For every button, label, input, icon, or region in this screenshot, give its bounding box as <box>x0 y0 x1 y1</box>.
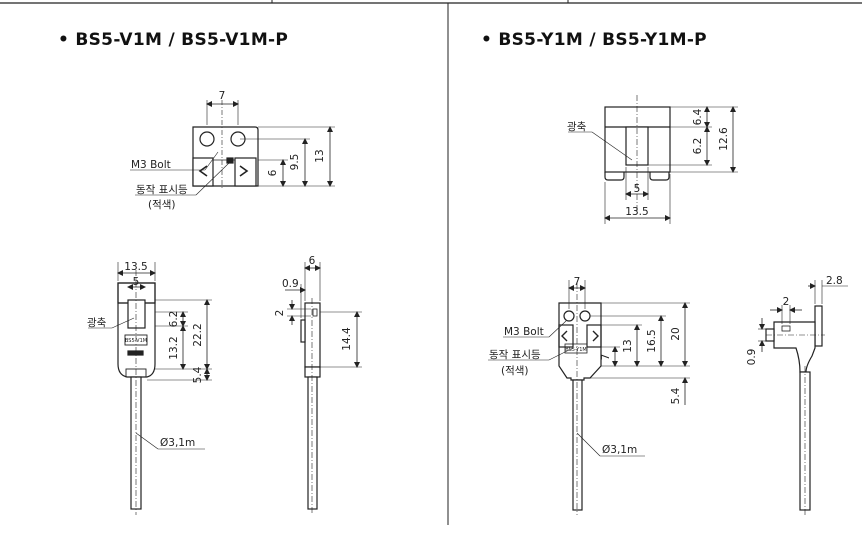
y1m-bolt-label: M3 Bolt <box>504 326 544 338</box>
v1m-front-view <box>88 262 212 515</box>
y1m-indicator-color: (적색) <box>501 365 529 377</box>
v1m-side-height: 14.4 <box>341 327 353 351</box>
y1m-top-slot-depth: 6.2 <box>692 138 704 155</box>
v1m-front-height: 22.2 <box>192 323 204 346</box>
v1m-axis-label: 광축 <box>87 317 107 329</box>
y1m-side-top: 2.8 <box>826 275 843 287</box>
v1m-front-width: 13.5 <box>124 261 147 273</box>
y1m-top-width: 13.5 <box>625 206 648 218</box>
y1m-dim-13: 13 <box>622 339 634 352</box>
y1m-side-offset: 0.9 <box>746 349 758 366</box>
v1m-model-label: BS5-V1M <box>125 338 147 344</box>
y1m-dim-20: 20 <box>670 327 682 340</box>
v1m-top-mid-height: 9.5 <box>289 154 301 171</box>
right-section-title: • BS5-Y1M / BS5-Y1M-P <box>481 30 707 50</box>
v1m-top-view <box>130 100 335 196</box>
v1m-top-led-height: 6 <box>267 169 279 176</box>
v1m-side-offset: 0.9 <box>282 278 299 290</box>
v1m-slot-height: 13.2 <box>168 336 180 359</box>
v1m-front-slot: 5 <box>133 276 140 288</box>
y1m-top-height: 12.6 <box>718 127 730 151</box>
y1m-side-view <box>758 280 848 515</box>
y1m-cable-label: Ø3,1m <box>602 444 637 456</box>
y1m-axis-label: 광축 <box>567 121 587 133</box>
v1m-top-total-height: 13 <box>314 149 326 162</box>
v1m-slot-depth: 6.2 <box>168 311 180 328</box>
y1m-dim-16-5: 16.5 <box>646 329 658 352</box>
v1m-cable-label: Ø3,1m <box>160 437 195 449</box>
y1m-front-view <box>488 280 690 515</box>
v1m-side-width: 6 <box>309 255 316 267</box>
y1m-model-label: BS5-Y1M <box>565 347 586 353</box>
v1m-indicator-color: (적색) <box>148 199 176 211</box>
y1m-front-bottom: 5.4 <box>670 387 682 404</box>
v1m-bolt-label: M3 Bolt <box>131 159 171 171</box>
v1m-indicator-label: 동작 표시등 <box>136 184 188 196</box>
v1m-side-led: 2 <box>274 310 286 317</box>
y1m-front-width: 7 <box>574 276 581 288</box>
y1m-top-slot: 5 <box>634 183 641 195</box>
v1m-front-bottom: 5.4 <box>192 366 204 383</box>
v1m-top-width: 7 <box>219 90 226 102</box>
y1m-dim-7: 7 <box>600 354 612 361</box>
y1m-top-view <box>568 95 738 224</box>
y1m-side-led: 2 <box>783 296 790 308</box>
left-section-title: • BS5-V1M / BS5-V1M-P <box>58 30 289 50</box>
y1m-top-upper: 6.4 <box>692 108 704 125</box>
y1m-indicator-label: 동작 표시등 <box>489 349 541 361</box>
v1m-side-view <box>285 262 362 515</box>
